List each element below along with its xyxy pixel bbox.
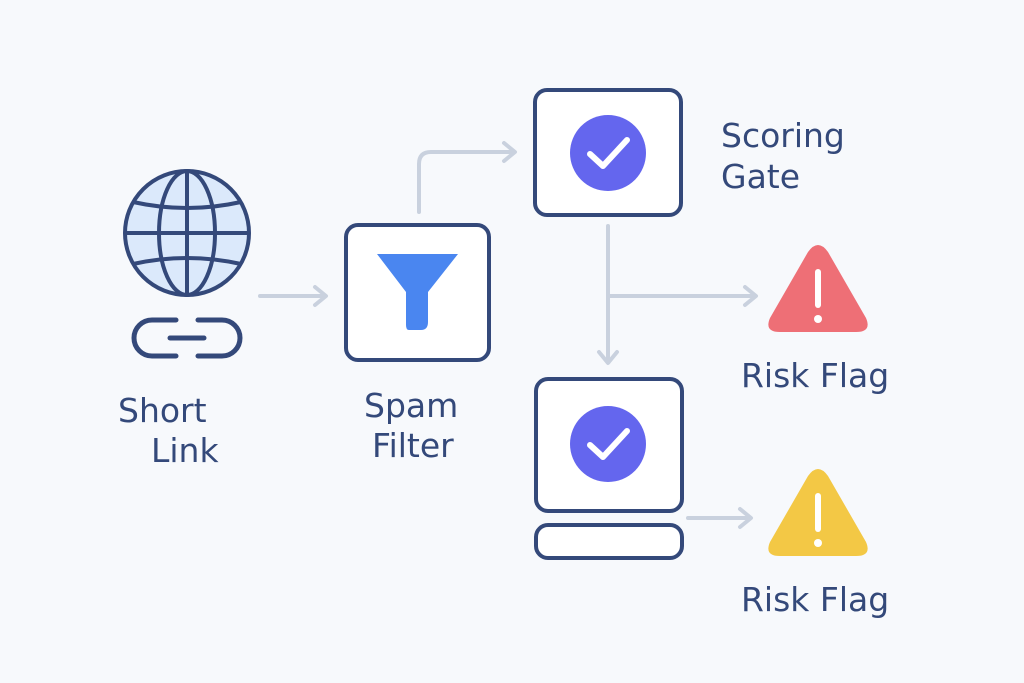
arrow-shortlink-to-filter (258, 285, 328, 307)
check-circle-icon (570, 406, 646, 482)
scoring-gate-node (533, 88, 683, 217)
spam-filter-label-line1: Spam (364, 386, 459, 425)
check-circle-icon (570, 115, 646, 191)
arrow-gate-to-red-flag (608, 285, 758, 307)
scoring-gate-label-line2: Gate (721, 157, 801, 196)
scoring-gate-label-line1: Scoring (721, 116, 845, 155)
globe-icon (123, 169, 251, 297)
arrow-filter-to-gate (417, 141, 517, 214)
spam-filter-node (344, 223, 491, 362)
arrow-check-to-yellow-flag (686, 507, 753, 529)
risk-flag-red-label: Risk Flag (741, 356, 890, 395)
connectors (258, 141, 758, 529)
second-check-node (534, 377, 684, 560)
risk-flag-yellow-triangle (768, 469, 868, 556)
short-link-label-line2: Link (151, 431, 219, 470)
risk-flag-red-triangle (768, 245, 868, 332)
chain-link-icon (131, 317, 243, 359)
risk-flag-yellow-label: Risk Flag (741, 580, 890, 619)
spam-filter-label-line2: Filter (372, 426, 454, 465)
line-gate-down (597, 224, 619, 365)
short-link-label-line1: Short (118, 391, 207, 430)
funnel-icon (377, 254, 458, 330)
